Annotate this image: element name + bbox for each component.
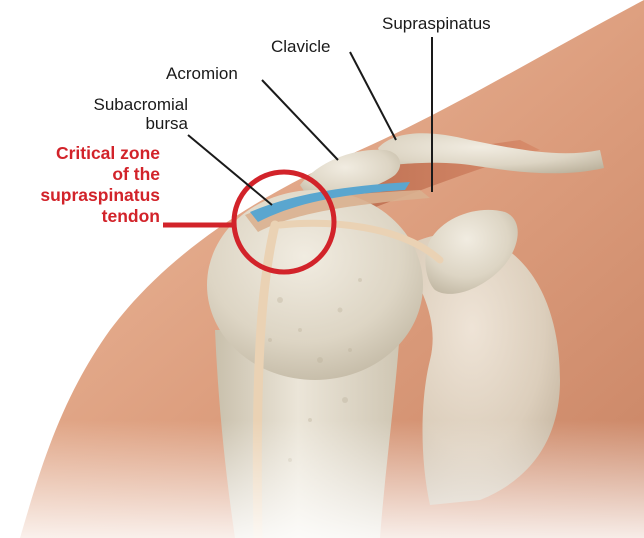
clavicle-leader <box>350 52 396 140</box>
humeral-head <box>207 190 423 380</box>
acromion-leader <box>262 80 338 160</box>
critical-line2: of the <box>0 164 160 185</box>
bursa-leader <box>188 135 272 205</box>
label-bursa-line2: bursa <box>80 114 188 133</box>
label-critical-zone: Critical zone of the supraspinatus tendo… <box>0 143 160 227</box>
critical-line3: supraspinatus <box>0 185 160 206</box>
label-bursa-line1: Subacromial <box>80 95 188 114</box>
critical-line1: Critical zone <box>0 143 160 164</box>
label-supraspinatus: Supraspinatus <box>382 14 491 33</box>
bottom-fade <box>0 420 644 538</box>
label-acromion: Acromion <box>166 64 238 83</box>
label-subacromial-bursa: Subacromial bursa <box>80 95 188 133</box>
critical-line4: tendon <box>0 206 160 227</box>
label-clavicle: Clavicle <box>271 37 331 56</box>
